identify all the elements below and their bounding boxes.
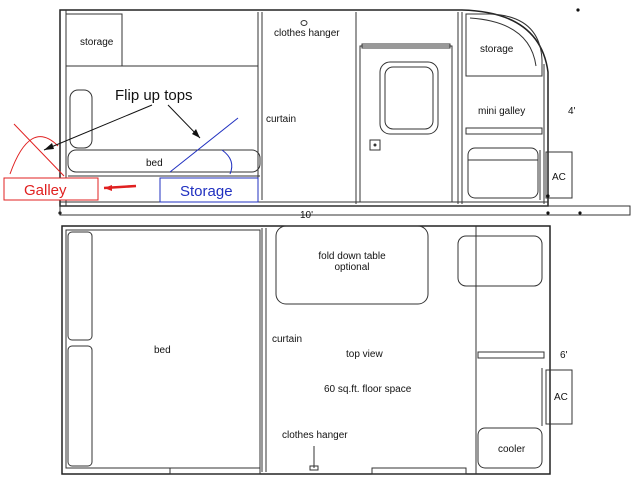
galley-cabinet	[467, 147, 539, 199]
door[interactable]	[359, 45, 453, 203]
bed-top-label: bed	[154, 345, 171, 356]
cooler-box	[477, 427, 543, 469]
length-label: 10'	[300, 210, 313, 221]
floor-space-label: 60 sq.ft. floor space	[324, 384, 412, 395]
pointer-line-galley	[43, 104, 153, 151]
storage-cabinet-right	[465, 13, 543, 77]
fold-table-label-1: fold down table	[318, 251, 386, 262]
marker-dot	[576, 8, 580, 12]
marker-dot	[546, 194, 550, 198]
hanger-base	[309, 465, 319, 471]
bed-pillow-2	[67, 345, 93, 467]
galley-tag-box	[3, 177, 99, 201]
marker-dot	[578, 211, 582, 215]
mini-galley-label: mini galley	[478, 106, 525, 117]
fold-down-table[interactable]	[275, 225, 429, 305]
cooler-label: cooler	[498, 444, 526, 455]
flip-up-tops-label: Flip up tops	[115, 87, 193, 104]
clothes-hanger-top-label: clothes hanger	[282, 430, 348, 441]
top-view: fold down table optional bed curtain top…	[61, 225, 573, 475]
galley-arrowhead	[104, 185, 112, 191]
curtain-top-label: curtain	[272, 334, 302, 345]
door-window-inner	[384, 66, 434, 130]
curtain-label: curtain	[266, 114, 296, 125]
galley-counter	[465, 127, 543, 135]
sill-right	[371, 467, 467, 475]
side-shell	[59, 9, 549, 207]
galley-lid-arc	[9, 136, 59, 175]
top-view-title: top view	[346, 349, 383, 360]
storage-tag-box	[159, 177, 259, 203]
door-top	[361, 43, 451, 49]
door-handle[interactable]	[369, 139, 381, 151]
pointer-arrowhead	[192, 129, 200, 138]
storage-tag: Storage	[180, 183, 233, 200]
ac-top-label: AC	[554, 392, 568, 403]
door-lock	[373, 143, 377, 147]
clothes-hanger-label: clothes hanger	[274, 28, 340, 39]
bed-side-label: bed	[146, 158, 163, 169]
chassis-bar	[59, 205, 631, 216]
galley-shelf	[477, 351, 545, 359]
height-label: 4'	[568, 106, 576, 117]
width-label: 6'	[560, 350, 568, 361]
bed-side	[67, 149, 261, 173]
fold-table-label-2: optional	[334, 262, 369, 273]
storage-left-label: storage	[80, 37, 114, 48]
pointer-arrowhead	[44, 143, 54, 150]
galley-sink	[457, 235, 543, 287]
galley-tag: Galley	[24, 182, 67, 199]
door-window	[379, 61, 439, 135]
storage-lid-arc	[221, 149, 233, 175]
sill-left	[169, 467, 261, 475]
hanger-hook	[300, 20, 308, 26]
storage-lid-open	[169, 117, 239, 173]
roof-curve-inner	[469, 17, 537, 67]
marker-dot	[546, 211, 550, 215]
ac-unit-side	[545, 151, 573, 199]
ac-side-label: AC	[552, 172, 566, 183]
storage-right-label: storage	[480, 44, 514, 55]
bed-top	[65, 229, 261, 469]
side-view: storage clothes hanger storage Flip up t…	[3, 8, 631, 221]
galley-lid-open	[13, 123, 65, 177]
storage-box-left	[65, 13, 123, 67]
bed-pillow-1	[67, 231, 93, 341]
rear-window	[69, 89, 93, 149]
ac-unit-top	[545, 369, 573, 425]
